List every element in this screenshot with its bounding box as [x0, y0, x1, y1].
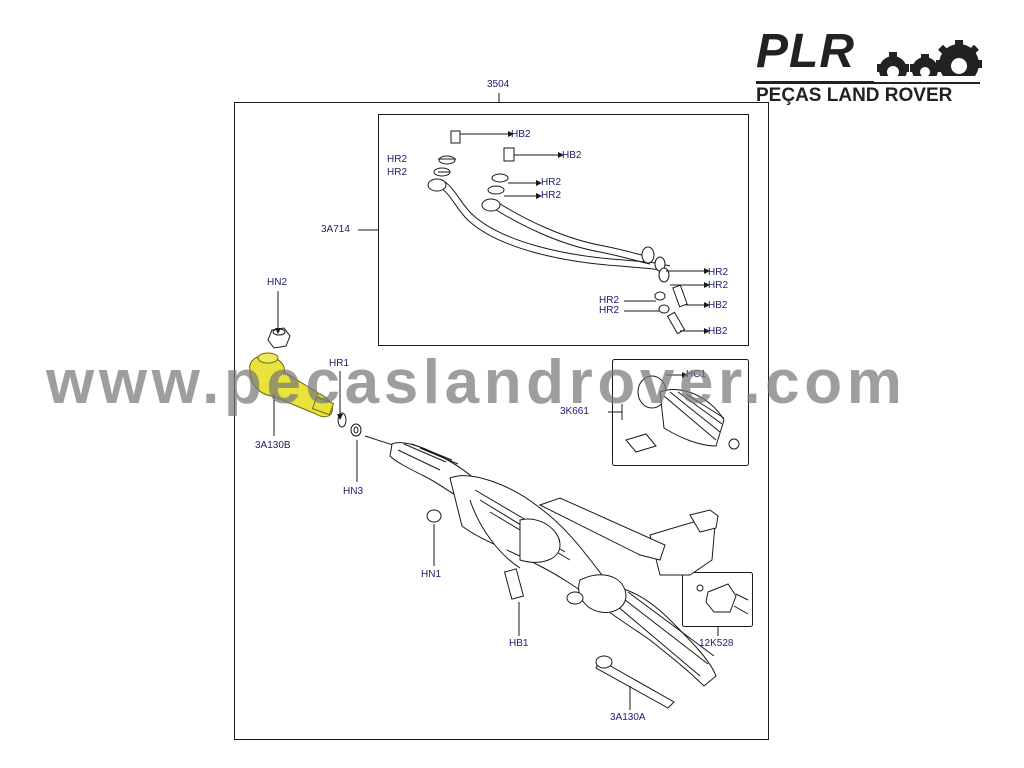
label-assembly-3504: 3504 [487, 79, 510, 90]
label-hn3: HN3 [343, 486, 364, 497]
label-boot-kit: 3K661 [560, 406, 589, 417]
label-hb2: HB2 [511, 129, 531, 140]
label-hn2: HN2 [267, 277, 288, 288]
watermark-url: www.pecaslandrover.com [46, 348, 907, 417]
boot-kit-parts [625, 375, 740, 453]
pipe-inset-frame [378, 114, 749, 346]
label-hr1: HR1 [329, 358, 350, 369]
label-tie-rod-end: 3A130B [255, 440, 291, 451]
logo-brand-text: PLR [756, 25, 855, 78]
label-hb2: HB2 [708, 300, 728, 311]
tie-rod-end-highlight [249, 352, 335, 418]
label-hr2: HR2 [387, 167, 408, 178]
label-hr2: HR2 [708, 267, 729, 278]
logo-tagline: PEÇAS LAND ROVER [756, 85, 953, 106]
label-inner-tie-rod: 3A130A [610, 712, 646, 723]
label-hr2: HR2 [599, 305, 620, 316]
label-hb2: HB2 [562, 150, 582, 161]
label-pipe-assembly: 3A714 [321, 224, 350, 235]
label-hr2: HR2 [599, 295, 620, 306]
label-hr2: HR2 [541, 190, 562, 201]
label-valve-kit: 12K528 [699, 638, 734, 649]
label-hn1: HN1 [421, 569, 442, 580]
logo-divider [756, 81, 980, 84]
label-hr2: HR2 [387, 154, 408, 165]
steering-rack-body [364, 435, 719, 687]
label-hr2: HR2 [708, 280, 729, 291]
diagram-frame [234, 102, 769, 740]
label-hc1: HC1 [686, 369, 707, 380]
label-hb1: HB1 [509, 638, 529, 649]
label-hb2: HB2 [708, 326, 728, 337]
valve-kit-parts [696, 583, 749, 615]
label-hr2: HR2 [541, 177, 562, 188]
